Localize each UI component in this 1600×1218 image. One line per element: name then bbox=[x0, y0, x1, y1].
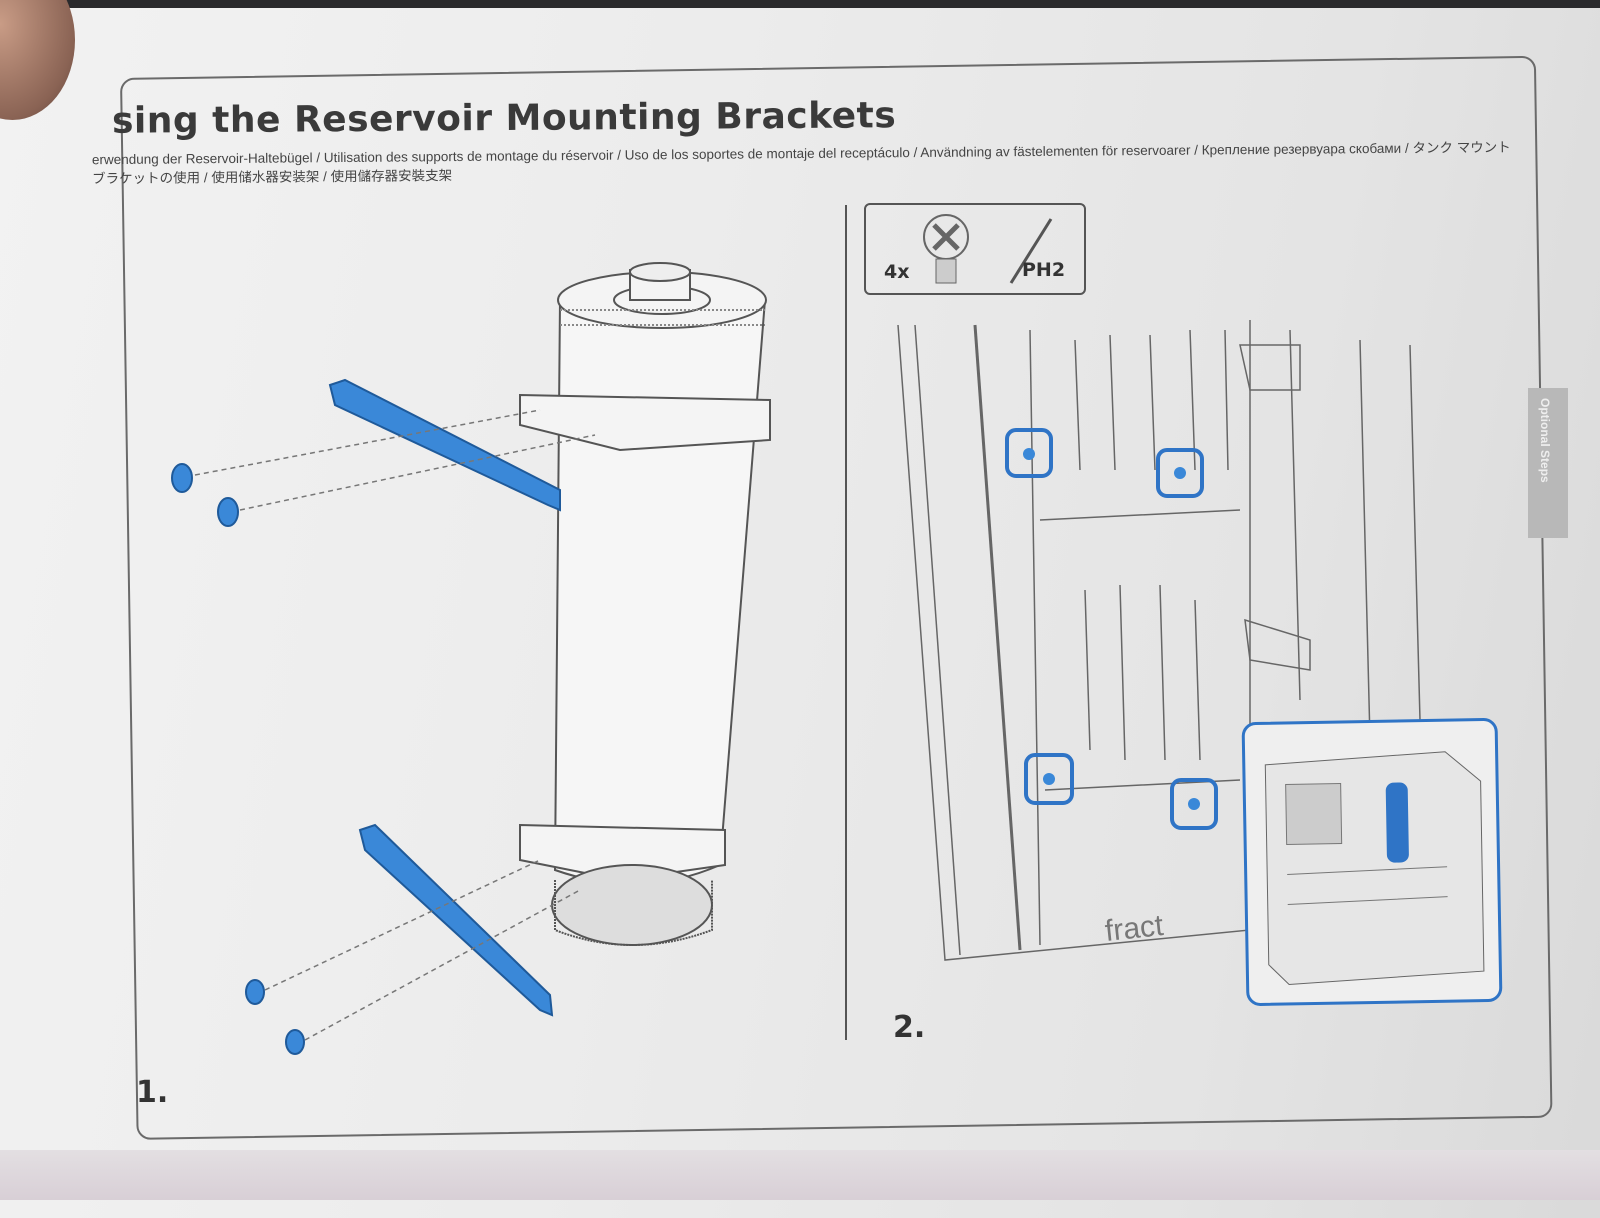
screw bbox=[285, 1029, 305, 1055]
case-logo: fract bbox=[1103, 909, 1165, 948]
manual-page bbox=[0, 8, 1600, 1218]
section-tab-label: Optional Steps bbox=[1538, 398, 1552, 483]
screw bbox=[217, 497, 239, 527]
step-1-label: 1. bbox=[136, 1075, 169, 1110]
upper-bracket bbox=[328, 378, 561, 512]
lower-bracket bbox=[358, 823, 554, 1017]
screw bbox=[171, 463, 193, 493]
step-2-label: 2. bbox=[893, 1010, 926, 1045]
panel-divider bbox=[845, 205, 847, 1040]
screwdriver-type: PH2 bbox=[1022, 259, 1066, 281]
screw-icon bbox=[923, 214, 1053, 284]
screw bbox=[245, 979, 265, 1005]
case-thumbnail bbox=[1264, 751, 1485, 985]
section-tab: Optional Steps bbox=[1528, 388, 1568, 538]
brackets bbox=[171, 378, 561, 1055]
table-surface bbox=[0, 1150, 1600, 1200]
screw-quantity: 4x bbox=[884, 261, 910, 283]
tool-requirements-box: 4x PH2 bbox=[864, 203, 1086, 295]
case-overview-inset bbox=[1241, 717, 1503, 1007]
screwdriver-icon bbox=[1009, 218, 1053, 284]
